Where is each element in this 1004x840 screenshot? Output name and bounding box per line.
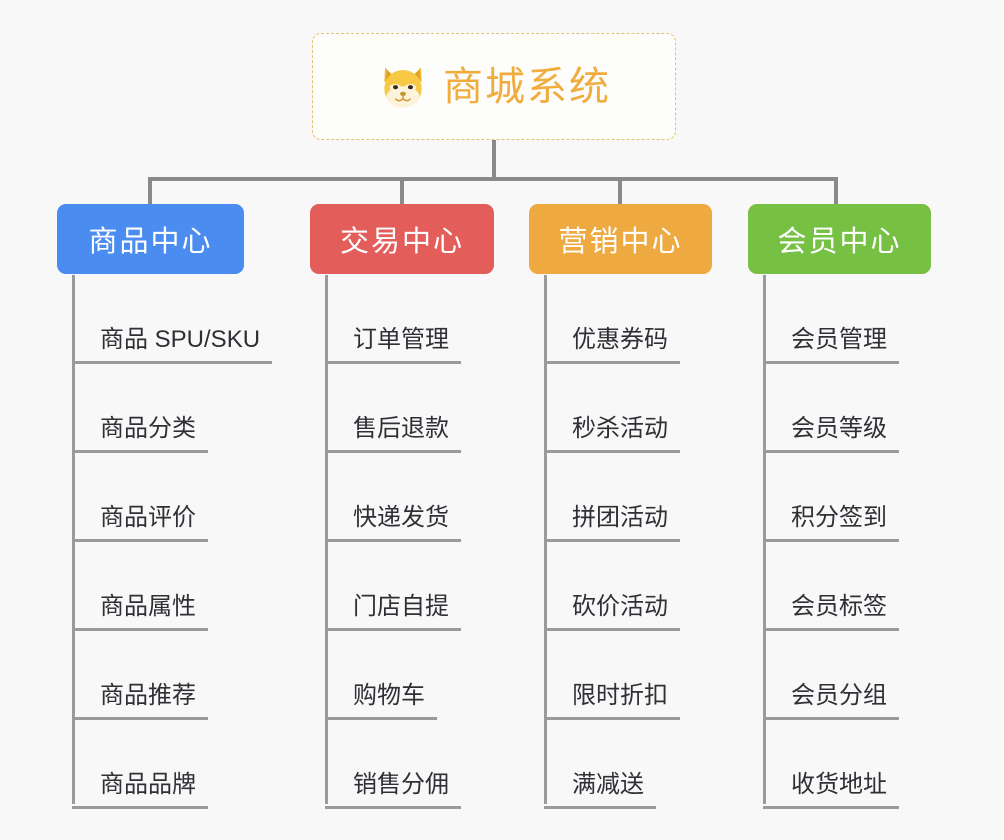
leaf-label: 门店自提 — [325, 592, 461, 631]
leaf-label: 售后退款 — [325, 414, 461, 453]
category-header-4[interactable]: 会员中心 — [748, 204, 931, 274]
category-header-1[interactable]: 商品中心 — [57, 204, 244, 274]
leaf-label: 积分签到 — [763, 503, 899, 542]
category-header-3-label: 营销中心 — [558, 226, 683, 258]
leaf-label: 会员等级 — [763, 414, 899, 453]
category-header-4-label: 会员中心 — [777, 226, 902, 258]
leaf-label: 商品 SPU/SKU — [72, 325, 273, 364]
leaf-label: 满减送 — [544, 770, 656, 809]
leaf-item[interactable]: 商品属性 — [72, 542, 208, 631]
leaf-label: 商品评价 — [72, 503, 208, 542]
leaf-label: 购物车 — [325, 681, 437, 720]
leaf-item[interactable]: 商品推荐 — [72, 631, 208, 720]
leaf-item[interactable]: 商品评价 — [72, 453, 208, 542]
leaf-label: 会员分组 — [763, 681, 899, 720]
leaf-label: 商品属性 — [72, 592, 208, 631]
root-title: 商城系统 — [443, 64, 611, 109]
leaf-item[interactable]: 商品 SPU/SKU — [72, 275, 273, 364]
connector-root-stem — [492, 140, 496, 179]
shiba-dog-face-icon — [384, 67, 422, 109]
connector-drop-2 — [400, 177, 404, 204]
leaf-item[interactable]: 会员管理 — [763, 275, 899, 364]
category-header-2-label: 交易中心 — [339, 226, 464, 258]
leaf-item[interactable]: 快递发货 — [325, 453, 461, 542]
leaf-item[interactable]: 销售分佣 — [325, 720, 461, 809]
connector-bus — [148, 177, 838, 181]
leaf-label: 收货地址 — [763, 770, 899, 809]
leaf-label: 优惠券码 — [544, 325, 680, 364]
leaf-label: 快递发货 — [325, 503, 461, 542]
leaf-item[interactable]: 拼团活动 — [544, 453, 680, 542]
leaf-item[interactable]: 商品品牌 — [72, 720, 208, 809]
leaf-item[interactable]: 订单管理 — [325, 275, 461, 364]
leaf-label: 会员标签 — [763, 592, 899, 631]
leaf-label: 商品推荐 — [72, 681, 208, 720]
leaf-item[interactable]: 门店自提 — [325, 542, 461, 631]
leaf-item[interactable]: 购物车 — [325, 631, 437, 720]
connector-drop-3 — [618, 177, 622, 204]
leaf-item[interactable]: 会员标签 — [763, 542, 899, 631]
category-header-1-label: 商品中心 — [88, 226, 213, 258]
connector-drop-4 — [834, 177, 838, 204]
root-node[interactable]: 商城系统 — [312, 33, 676, 140]
leaf-item[interactable]: 积分签到 — [763, 453, 899, 542]
leaf-item[interactable]: 优惠券码 — [544, 275, 680, 364]
leaf-item[interactable]: 满减送 — [544, 720, 656, 809]
leaf-label: 商品品牌 — [72, 770, 208, 809]
leaf-item[interactable]: 会员等级 — [763, 364, 899, 453]
leaf-item[interactable]: 砍价活动 — [544, 542, 680, 631]
leaf-item[interactable]: 收货地址 — [763, 720, 899, 809]
connector-drop-1 — [148, 177, 152, 204]
leaf-label: 销售分佣 — [325, 770, 461, 809]
leaf-item[interactable]: 商品分类 — [72, 364, 208, 453]
leaf-label: 砍价活动 — [544, 592, 680, 631]
category-header-2[interactable]: 交易中心 — [310, 204, 494, 274]
leaf-item[interactable]: 限时折扣 — [544, 631, 680, 720]
leaf-label: 拼团活动 — [544, 503, 680, 542]
leaf-label: 会员管理 — [763, 325, 899, 364]
leaf-label: 订单管理 — [325, 325, 461, 364]
leaf-label: 限时折扣 — [544, 681, 680, 720]
leaf-item[interactable]: 秒杀活动 — [544, 364, 680, 453]
leaf-item[interactable]: 售后退款 — [325, 364, 461, 453]
category-header-3[interactable]: 营销中心 — [529, 204, 712, 274]
leaf-label: 秒杀活动 — [544, 414, 680, 453]
leaf-item[interactable]: 会员分组 — [763, 631, 899, 720]
leaf-label: 商品分类 — [72, 414, 208, 453]
